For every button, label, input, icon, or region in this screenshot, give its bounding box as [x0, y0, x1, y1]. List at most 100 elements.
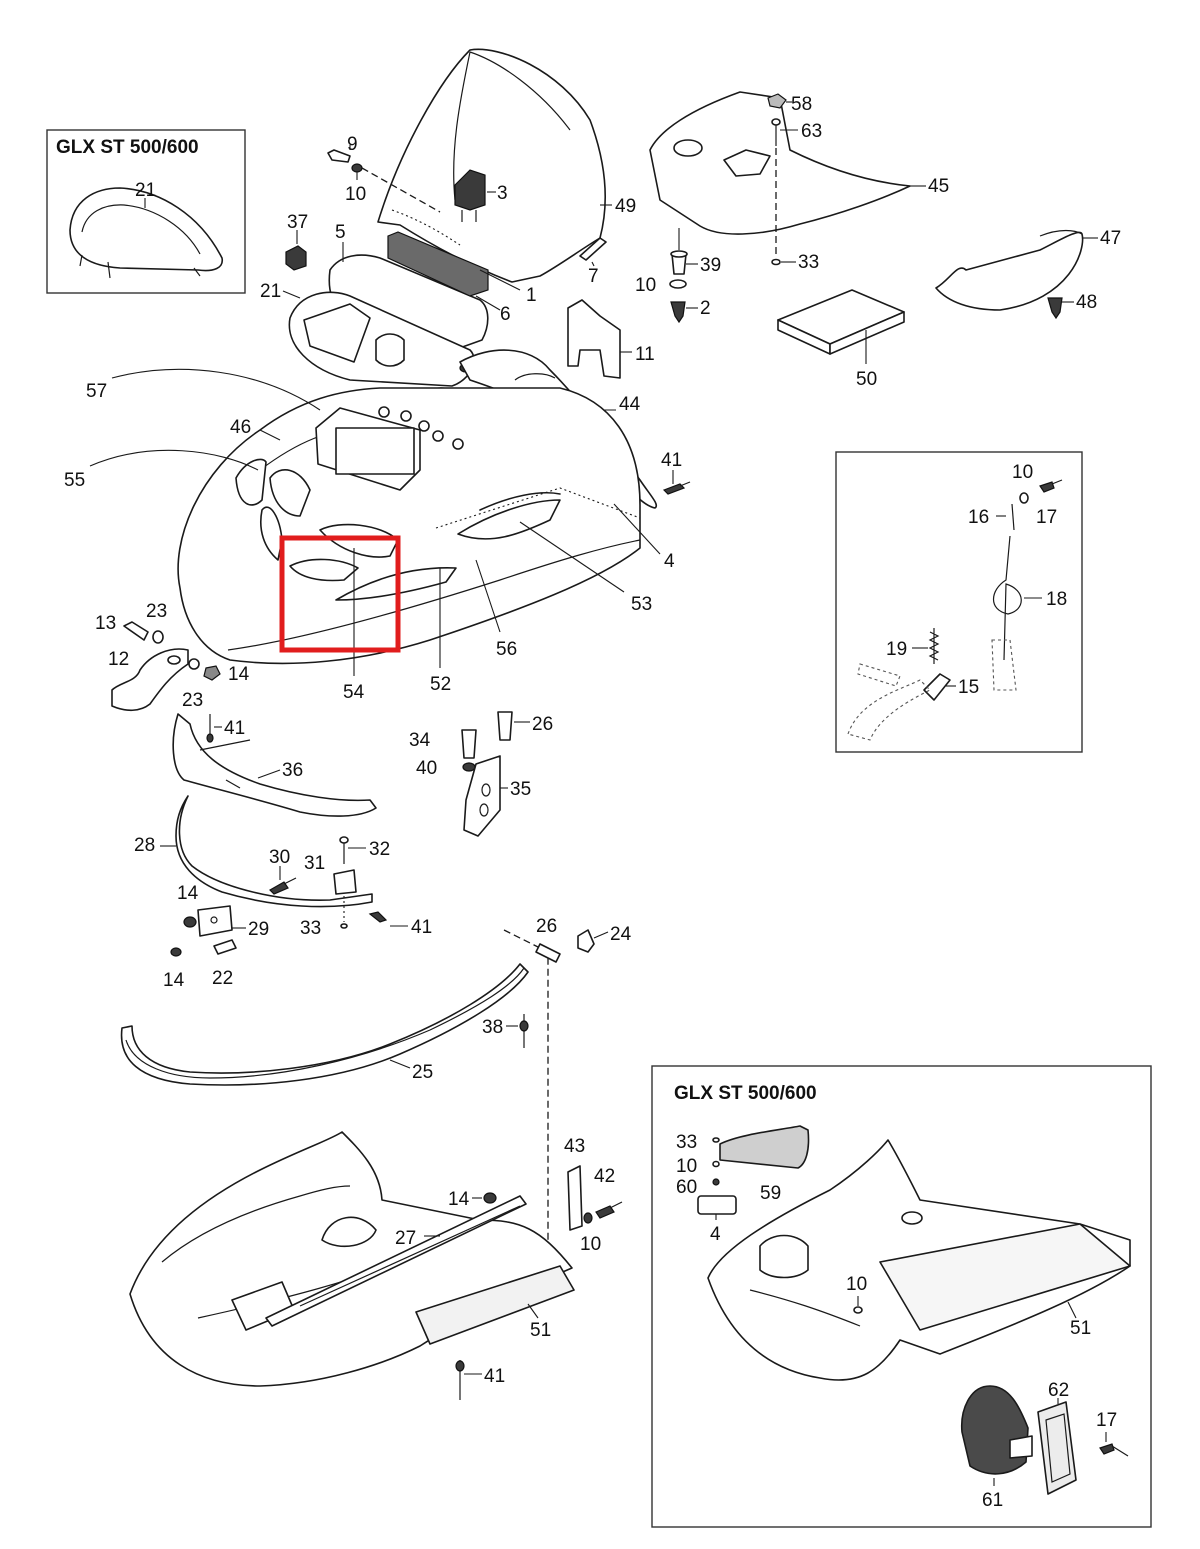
part-23-washer-b[interactable]	[188, 658, 200, 670]
part-33-washer-c[interactable]	[712, 1137, 720, 1143]
callout-46: 46	[230, 417, 251, 438]
part-34-bolt[interactable]	[461, 729, 477, 759]
part-25-strip[interactable]	[120, 963, 529, 1086]
part-41-rivet-b[interactable]	[206, 714, 214, 743]
part-45-tray[interactable]	[649, 91, 911, 235]
callout-17a: 17	[1036, 507, 1057, 528]
part-26-bolt-b[interactable]	[535, 943, 561, 963]
callout-58: 58	[791, 94, 812, 115]
part-3-clip[interactable]	[454, 169, 486, 222]
part-41-rivet-c[interactable]	[368, 911, 388, 923]
part-11-bracket[interactable]	[567, 299, 621, 379]
part-39-grommet[interactable]	[670, 250, 688, 275]
part-60-screw[interactable]	[712, 1178, 720, 1186]
part-14-nut-c[interactable]	[170, 947, 182, 957]
callout-47: 47	[1100, 228, 1121, 249]
part-41-rivet-d[interactable]	[455, 1360, 465, 1400]
part-7-pin[interactable]	[579, 237, 607, 261]
inset-right-cable: 10 17 16 18 19 15	[835, 451, 1083, 753]
part-33-washer-b[interactable]	[340, 923, 348, 929]
callout-1: 1	[526, 285, 537, 306]
part-6-foam[interactable]	[387, 231, 489, 297]
part-59-bracket[interactable]	[719, 1125, 810, 1169]
part-41-rivet-a[interactable]	[662, 481, 691, 495]
part-32-screw[interactable]	[339, 836, 349, 864]
inset-title-2: GLX ST 500/600	[674, 1083, 817, 1104]
part-12-bracket[interactable]	[111, 648, 189, 712]
part-36-bumper[interactable]	[172, 713, 377, 817]
part-58-nut[interactable]	[767, 93, 787, 109]
callout-10d: 10	[1012, 462, 1033, 483]
part-49-windshield[interactable]	[377, 48, 606, 283]
part-38-rivet[interactable]	[519, 1014, 529, 1048]
part-10-washer[interactable]	[351, 163, 363, 173]
part-10-washer-b[interactable]	[669, 279, 687, 289]
part-35-bracket[interactable]	[463, 755, 501, 837]
part-28-bar[interactable]	[175, 795, 373, 908]
inset-title: GLX ST 500/600	[56, 137, 199, 158]
callout-28: 28	[134, 835, 155, 856]
ghost-bracket	[847, 663, 931, 741]
part-21-gauge-pod[interactable]	[288, 291, 475, 387]
part-14-nut-d[interactable]	[483, 1192, 497, 1204]
part-51-pan[interactable]	[129, 1131, 575, 1387]
part-10-washer-f[interactable]	[853, 1306, 863, 1314]
part-29-plate[interactable]	[197, 905, 233, 937]
part-22-bolt[interactable]	[213, 939, 237, 955]
callout-57: 57	[86, 381, 107, 402]
part-30-rivet[interactable]	[269, 877, 297, 895]
callout-12: 12	[108, 649, 129, 670]
part-31-clip[interactable]	[333, 869, 357, 895]
part-14-nut-b[interactable]	[183, 916, 197, 928]
part-47-deflector[interactable]	[935, 229, 1084, 311]
part-2-screw[interactable]	[670, 301, 686, 324]
callout-10f: 10	[846, 1274, 867, 1295]
part-18-cable[interactable]	[991, 535, 1022, 691]
callout-7: 7	[588, 266, 599, 287]
part-33-washer[interactable]	[771, 258, 781, 266]
part-37-clip[interactable]	[285, 245, 307, 271]
callout-33c: 33	[676, 1132, 697, 1153]
callout-6: 6	[500, 304, 511, 325]
part-24-clip[interactable]	[577, 929, 595, 953]
part-17-rivet-a[interactable]	[1039, 479, 1063, 493]
part-43-bracket[interactable]	[567, 1165, 583, 1231]
part-13-bolt[interactable]	[123, 621, 149, 641]
part-9-screw[interactable]	[327, 149, 351, 163]
part-42-rivet[interactable]	[595, 1201, 623, 1219]
callout-29: 29	[248, 919, 269, 940]
part-10-washer-e[interactable]	[712, 1160, 720, 1168]
part-16-link[interactable]	[1011, 503, 1015, 531]
callout-38: 38	[482, 1017, 503, 1038]
part-23-washer-a[interactable]	[152, 630, 164, 644]
callout-55: 55	[64, 470, 85, 491]
callout-52: 52	[430, 674, 451, 695]
part-15-plate[interactable]	[923, 673, 951, 701]
part-21-inset[interactable]	[69, 187, 223, 279]
part-10-washer-d[interactable]	[1019, 492, 1029, 504]
callout-54: 54	[343, 682, 365, 703]
part-19-spring[interactable]	[928, 628, 940, 664]
part-61-boot[interactable]	[960, 1385, 1033, 1475]
part-50-pad[interactable]	[777, 289, 905, 355]
callout-5: 5	[335, 222, 346, 243]
part-48-screw[interactable]	[1047, 297, 1063, 320]
part-4-hood[interactable]	[177, 387, 641, 665]
callout-50: 50	[856, 369, 877, 390]
callout-41b: 41	[224, 718, 245, 739]
part-17-rivet-b[interactable]	[1099, 1443, 1129, 1457]
part-14-nut-a[interactable]	[203, 665, 221, 681]
part-62-gasket[interactable]	[1037, 1401, 1077, 1495]
part-27-rail[interactable]	[265, 1195, 527, 1327]
callout-17b: 17	[1096, 1410, 1117, 1431]
part-4-label[interactable]	[697, 1195, 737, 1215]
part-51-pan-inset[interactable]	[707, 1139, 1131, 1381]
callout-21: 21	[135, 180, 156, 201]
inset-bottom-right: GLX ST 500/600 59 33 10 60 4 10 51	[651, 1065, 1152, 1528]
part-63-bolt[interactable]	[771, 118, 781, 146]
part-40-washer[interactable]	[462, 762, 476, 772]
part-26-bolt-a[interactable]	[497, 711, 513, 741]
callout-33: 33	[798, 252, 819, 273]
part-10-washer-c[interactable]	[583, 1212, 593, 1224]
